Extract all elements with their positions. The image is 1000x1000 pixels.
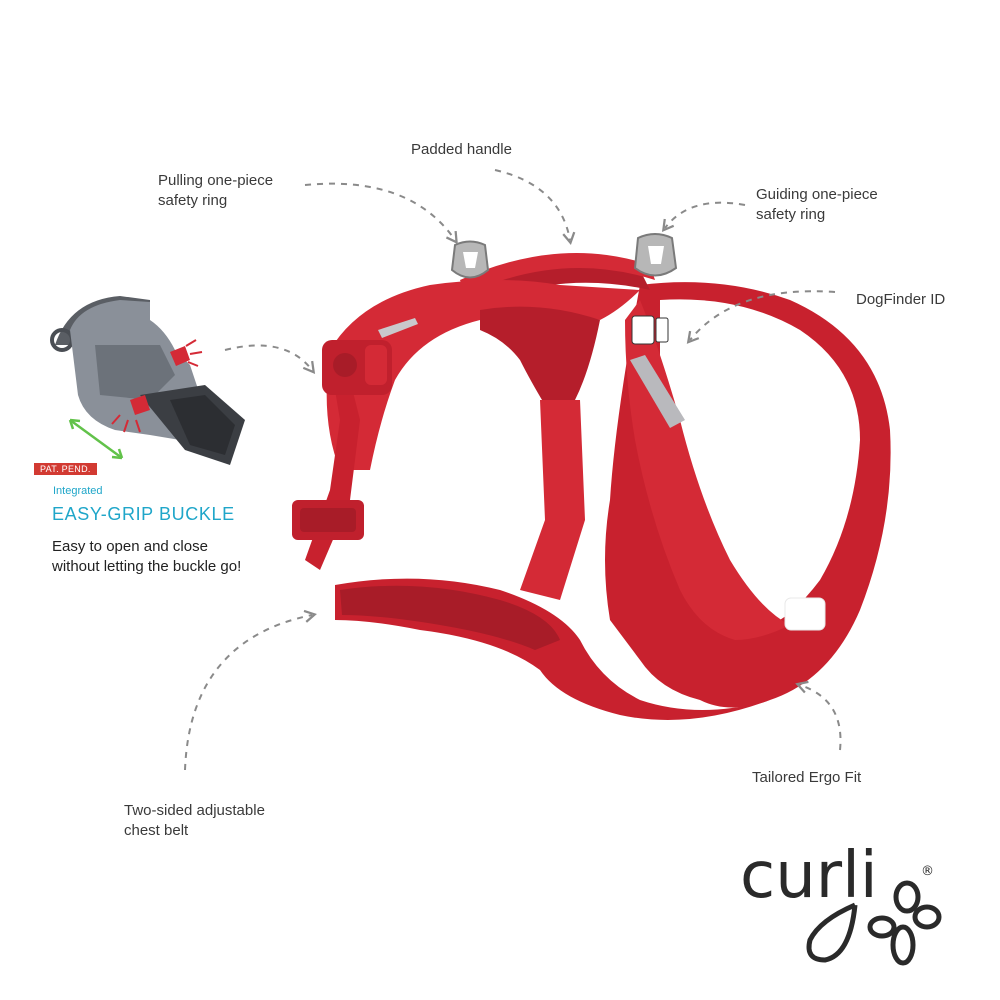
arrow-dogfinder (686, 290, 836, 344)
callout-arrows (184, 169, 842, 771)
registered-mark: ® (921, 864, 934, 879)
tailored-fit-label: Tailored Ergo Fit (752, 769, 862, 786)
patent-pending-badge: PAT. PEND. (34, 463, 97, 475)
curli-logo: curli ® (740, 839, 942, 966)
arrow-padded-handle (494, 169, 576, 245)
arrow-pulling-ring (304, 182, 458, 245)
buckle-tagline: Integrated (53, 485, 103, 497)
arrow-tailored-fit (795, 680, 842, 751)
padded-handle-label: Padded handle (411, 141, 512, 158)
buckle-detail-image (50, 296, 245, 465)
arrow-buckle (224, 344, 316, 375)
pulling-ring-label: Pulling one-piece safety ring (158, 172, 274, 209)
dogfinder-label: DogFinder ID (856, 291, 946, 308)
arrow-guiding-ring (661, 201, 746, 233)
flower-icon (806, 880, 942, 966)
arrow-chest-belt (184, 609, 317, 771)
logo-wordmark: curli (740, 839, 878, 913)
buckle-title: EASY-GRIP BUCKLE (52, 504, 235, 524)
buckle-description: Easy to open and close without letting t… (52, 538, 242, 575)
harness-image (292, 233, 891, 720)
guiding-ring-label: Guiding one-piece safety ring (756, 186, 878, 223)
chest-belt-label: Two-sided adjustable chest belt (124, 802, 265, 839)
